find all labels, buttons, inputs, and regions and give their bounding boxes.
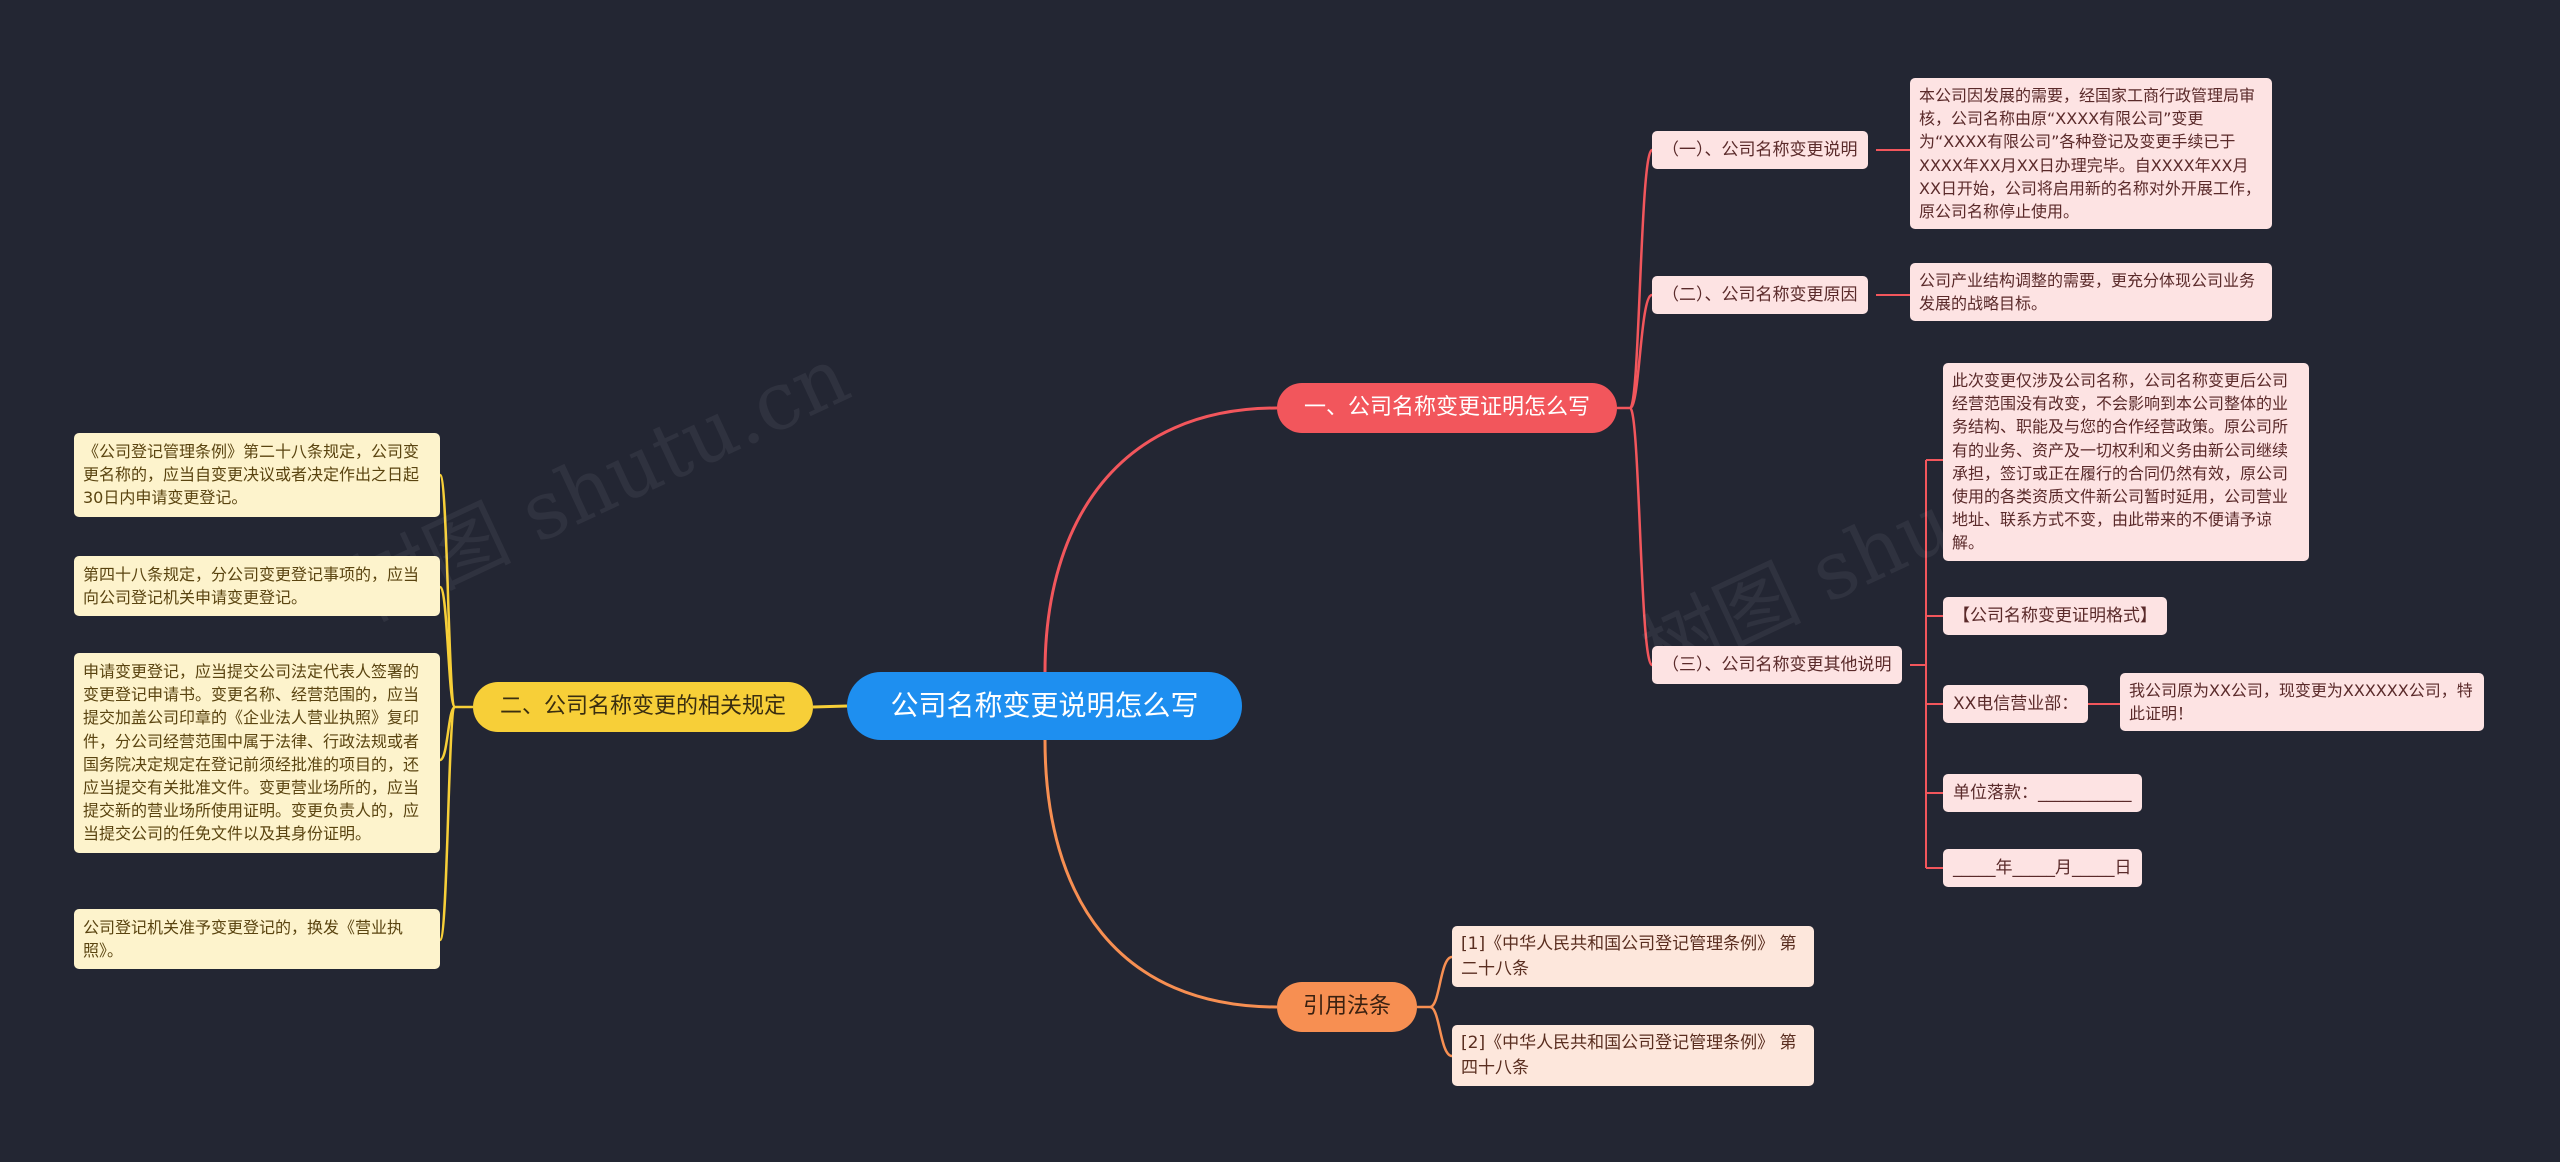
leaf-other-notes[interactable]: 此次变更仅涉及公司名称，公司名称变更后公司经营范围没有改变，不会影响到本公司整体… — [1943, 363, 2309, 561]
leaf-regulation-2[interactable]: 第四十八条规定，分公司变更登记事项的，应当向公司登记机关申请变更登记。 — [74, 556, 440, 617]
link-sub3-bus — [1910, 460, 1927, 868]
sub-name-change-reason[interactable]: （二）、公司名称变更原因 — [1652, 276, 1868, 314]
leaf-name-change-reason[interactable]: 公司产业结构调整的需要，更充分体现公司业务发展的战略目标。 — [1910, 263, 2272, 322]
leaf-recipient[interactable]: XX电信营业部： — [1943, 685, 2089, 723]
branch-name-change-certificate[interactable]: 一、公司名称变更证明怎么写 — [1277, 383, 1617, 433]
link-b3-i2 — [1429, 1005, 1453, 1058]
leaf-date[interactable]: _____年_____月_____日 — [1943, 849, 2142, 887]
leaf-certificate-format[interactable]: 【公司名称变更证明格式】 — [1943, 597, 2167, 635]
leaf-regulation-3[interactable]: 申请变更登记，应当提交公司法定代表人签署的变更登记申请书。变更名称、经营范围的，… — [74, 653, 440, 853]
leaf-name-change-description[interactable]: 本公司因发展的需要，经国家工商行政管理局审核，公司名称由原“XXXX有限公司”变… — [1910, 78, 2272, 230]
link-b3-i1 — [1417, 955, 1453, 1009]
link-b2-i2 — [438, 585, 457, 709]
link-b1-sub2 — [1628, 293, 1654, 410]
leaf-recipient-text[interactable]: 我公司原为XX公司，现变更为XXXXXX公司，特此证明！ — [2120, 673, 2484, 732]
leaf-regulation-1[interactable]: 《公司登记管理条例》第二十八条规定，公司变更名称的，应当自变更决议或者决定作出之… — [74, 433, 440, 517]
link-b1-sub1 — [1617, 148, 1654, 410]
link-b1-sub3 — [1628, 406, 1654, 667]
link-b2-i4 — [438, 705, 457, 942]
link-root-branch3 — [1043, 739, 1278, 1009]
sub-name-change-description[interactable]: （一）、公司名称变更说明 — [1652, 131, 1868, 169]
link-root-branch2 — [812, 704, 848, 709]
leaf-cited-law-1[interactable]: [1]《中华人民共和国公司登记管理条例》 第二十八条 — [1452, 926, 1814, 988]
leaf-regulation-4[interactable]: 公司登记机关准予变更登记的，换发《营业执照》。 — [74, 909, 440, 970]
branch-cited-laws[interactable]: 引用法条 — [1277, 982, 1417, 1032]
branch-related-regulations[interactable]: 二、公司名称变更的相关规定 — [473, 682, 813, 732]
link-root-branch1 — [1043, 406, 1278, 673]
sub-other-notes[interactable]: （三）、公司名称变更其他说明 — [1652, 646, 1902, 684]
root-topic[interactable]: 公司名称变更说明怎么写 — [847, 672, 1242, 740]
leaf-signature[interactable]: 单位落款：___________ — [1943, 774, 2142, 812]
leaf-cited-law-2[interactable]: [2]《中华人民共和国公司登记管理条例》 第四十八条 — [1452, 1025, 1814, 1087]
